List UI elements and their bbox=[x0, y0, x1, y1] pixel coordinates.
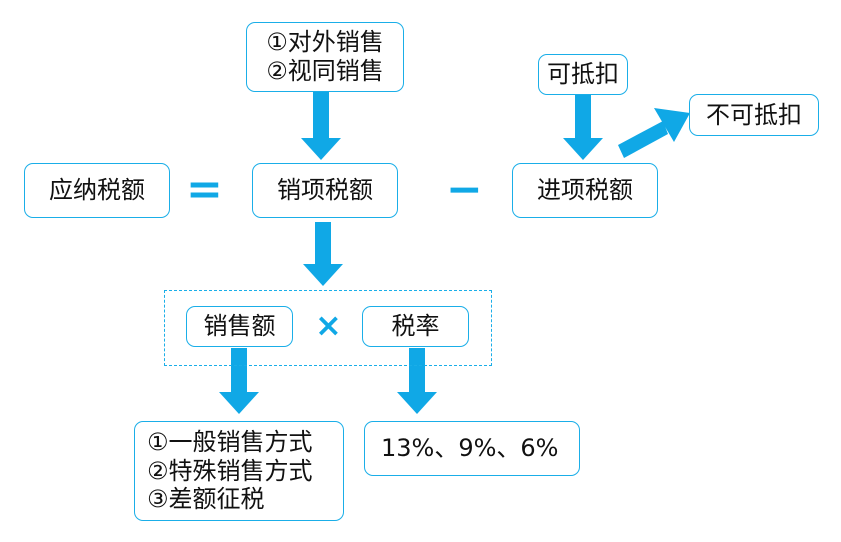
sales-method-2: ②特殊销售方式 bbox=[147, 456, 313, 485]
box-tax-rate: 税率 bbox=[362, 306, 469, 347]
box-non-deductible: 不可抵扣 bbox=[689, 94, 819, 136]
box-sales-methods: ①一般销售方式 ②特殊销售方式 ③差额征税 bbox=[134, 421, 344, 521]
arrow-deductible-to-input bbox=[563, 95, 603, 160]
sales-method-1: ①一般销售方式 bbox=[147, 427, 313, 456]
arrow-output-to-group bbox=[303, 222, 343, 286]
box-sales-sources: ①对外销售 ②视同销售 bbox=[246, 22, 404, 92]
box-rates: 13%、9%、6% bbox=[364, 421, 580, 476]
box-output-tax: 销项税额 bbox=[252, 163, 398, 218]
input-tax-label: 进项税额 bbox=[537, 176, 633, 205]
box-tax-payable: 应纳税额 bbox=[24, 163, 170, 218]
arrow-input-to-non-deductible bbox=[618, 108, 690, 158]
times-operator: × bbox=[315, 306, 342, 344]
box-input-tax: 进项税额 bbox=[512, 163, 658, 218]
box-sales-amount: 销售额 bbox=[186, 306, 293, 347]
tax-payable-label: 应纳税额 bbox=[49, 176, 145, 205]
source-line-1: ①对外销售 bbox=[266, 28, 384, 57]
arrow-source-to-output bbox=[301, 92, 341, 160]
minus-operator: − bbox=[446, 164, 483, 215]
output-tax-label: 销项税额 bbox=[277, 176, 373, 205]
sales-method-3: ③差额征税 bbox=[147, 485, 265, 514]
source-line-2: ②视同销售 bbox=[266, 57, 384, 85]
tax-rate-label: 税率 bbox=[391, 312, 440, 341]
deductible-label: 可抵扣 bbox=[547, 60, 619, 89]
sales-amount-label: 销售额 bbox=[203, 312, 276, 341]
box-deductible: 可抵扣 bbox=[538, 54, 628, 95]
equals-operator: = bbox=[186, 164, 223, 215]
rates-value: 13%、9%、6% bbox=[381, 434, 559, 463]
arrow-sales-to-methods bbox=[219, 348, 259, 414]
formula-group bbox=[164, 290, 492, 366]
arrow-rate-to-values bbox=[397, 348, 437, 414]
non-deductible-label: 不可抵扣 bbox=[706, 100, 802, 129]
